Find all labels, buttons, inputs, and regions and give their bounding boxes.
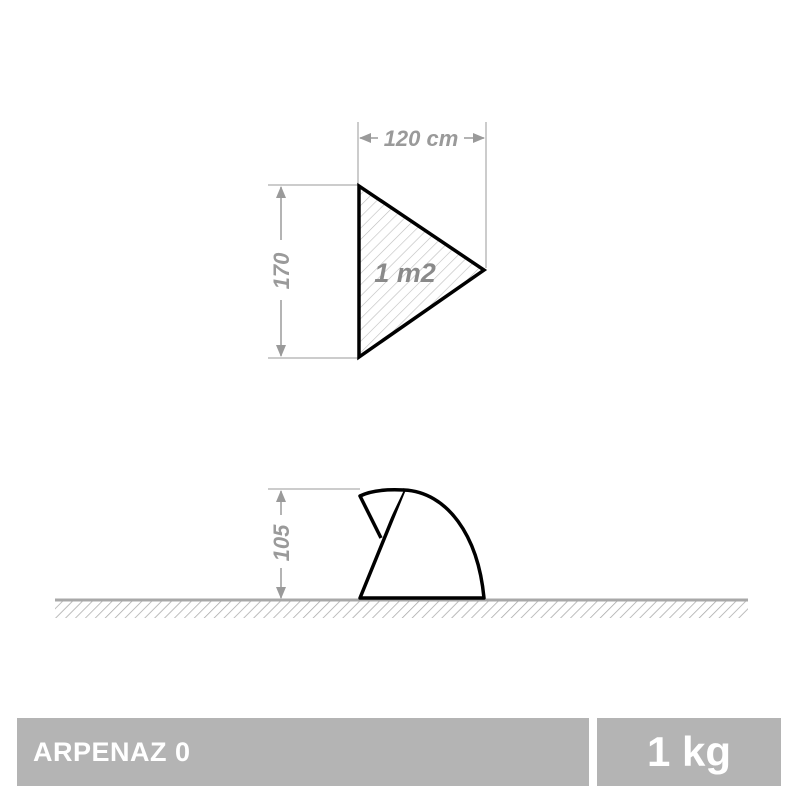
length-dimension: 170 — [268, 184, 358, 359]
width-arrow-right — [473, 133, 485, 143]
width-label: 120 cm — [384, 126, 459, 151]
weight-value: 1 kg — [646, 728, 732, 775]
width-arrow-left — [359, 133, 371, 143]
length-arrow-bottom — [276, 345, 286, 357]
tent-body — [358, 488, 486, 600]
tent-door-flap — [358, 488, 405, 539]
height-label: 105 — [269, 524, 294, 561]
area-label: 1 m2 — [374, 258, 436, 288]
product-name: ARPENAZ 0 — [33, 736, 191, 767]
width-dimension: 120 cm — [357, 122, 487, 268]
tent-profile — [358, 488, 486, 600]
height-arrow-bottom — [276, 587, 286, 599]
weight-bar: 1 kg — [597, 718, 781, 786]
side-view: 105 — [55, 488, 748, 618]
length-label: 170 — [269, 252, 294, 289]
product-name-bar: ARPENAZ 0 — [17, 718, 589, 786]
top-view: 120 cm 170 1 m2 — [268, 122, 488, 361]
ground-hatching — [55, 601, 748, 618]
height-dimension: 105 — [268, 488, 360, 599]
length-arrow-top — [276, 186, 286, 198]
tent-footprint — [357, 182, 488, 361]
height-arrow-top — [276, 490, 286, 502]
